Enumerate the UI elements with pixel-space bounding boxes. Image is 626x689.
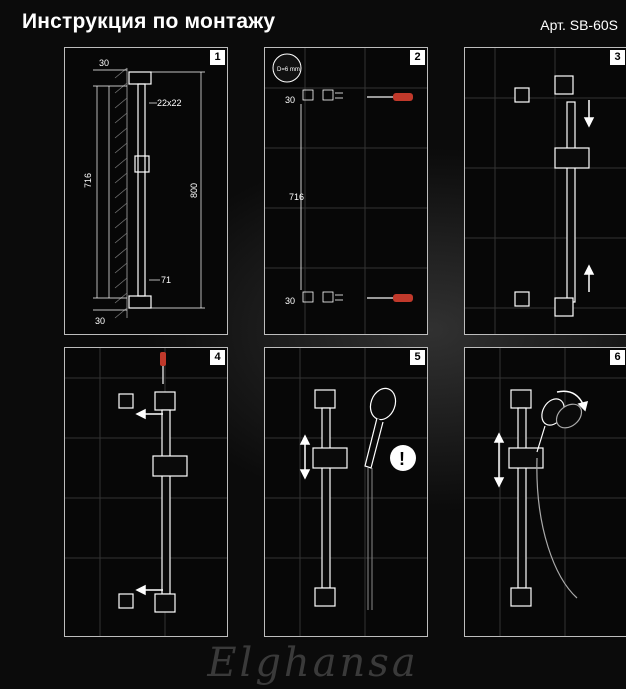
arrow-left-icon bbox=[135, 408, 163, 420]
rotate-arrow-icon bbox=[556, 390, 589, 412]
step-1-diagram: 30 22x22 716 800 71 30 bbox=[83, 58, 205, 326]
dim-bottom-offset: 30 bbox=[95, 316, 105, 326]
step-panel-2: D=6 mm 30 716 30 2 bbox=[264, 47, 428, 335]
hand-shower bbox=[364, 387, 397, 610]
step-panel-4: 4 bbox=[64, 347, 228, 637]
dim-bar-profile: 22x22 bbox=[157, 98, 182, 108]
step-panel-6: 6 bbox=[464, 347, 626, 637]
dim-bottom-offset: 30 bbox=[285, 296, 295, 306]
step-6-diagram bbox=[465, 348, 626, 636]
step-3-diagram bbox=[465, 48, 626, 334]
slider bbox=[312, 447, 348, 469]
step-panel-1: 30 22x22 716 800 71 30 1 bbox=[64, 47, 228, 335]
bottom-bracket bbox=[154, 593, 176, 613]
slider bbox=[508, 447, 544, 469]
article-number: Арт. SB-60S bbox=[540, 17, 618, 33]
drill-size-label: D=6 mm bbox=[277, 67, 300, 73]
wall-hatch bbox=[114, 67, 128, 319]
arrow-left-icon bbox=[135, 584, 163, 596]
step-panel-5: ! 5 bbox=[264, 347, 428, 637]
wall-tiles bbox=[465, 48, 626, 334]
slide-bar bbox=[137, 83, 146, 297]
double-arrow-icon bbox=[299, 434, 311, 480]
warning-icon: ! bbox=[390, 445, 416, 471]
wall-tiles bbox=[265, 48, 427, 334]
slider bbox=[554, 147, 590, 169]
top-bracket bbox=[128, 71, 152, 85]
wall-tiles bbox=[465, 348, 626, 636]
step-2-diagram: D=6 mm 30 716 30 bbox=[265, 48, 427, 334]
hand-shower bbox=[536, 398, 583, 599]
screwdriver-icon bbox=[367, 294, 413, 302]
dim-hole-spacing: 716 bbox=[289, 192, 304, 202]
arrow-up-icon bbox=[583, 264, 595, 292]
warning-symbol: ! bbox=[399, 449, 405, 469]
wall-mount-bottom bbox=[514, 291, 530, 307]
top-bracket bbox=[314, 389, 336, 409]
step-panel-3: 3 bbox=[464, 47, 626, 335]
top-bracket bbox=[510, 389, 532, 409]
dim-hole-spacing: 716 bbox=[83, 173, 93, 188]
slider bbox=[134, 155, 150, 173]
bottom-bracket bbox=[128, 295, 152, 309]
drill-size-callout bbox=[272, 53, 302, 83]
bottom-bracket bbox=[510, 587, 532, 607]
bottom-bracket bbox=[554, 297, 574, 317]
wall-tiles bbox=[65, 348, 227, 636]
step-number-4: 4 bbox=[210, 350, 225, 365]
slider bbox=[152, 455, 188, 477]
brand-logo: Elghansa bbox=[207, 640, 419, 686]
step-5-diagram: ! bbox=[265, 348, 427, 636]
dim-bracket-depth: 71 bbox=[161, 275, 171, 285]
slide-bar bbox=[321, 407, 331, 589]
step-number-5: 5 bbox=[410, 350, 425, 365]
arrow-down-icon bbox=[583, 100, 595, 128]
slide-bar bbox=[161, 409, 171, 595]
slide-bar bbox=[566, 101, 576, 303]
step-number-3: 3 bbox=[610, 50, 625, 65]
step-number-1: 1 bbox=[210, 50, 225, 65]
page-title: Инструкция по монтажу bbox=[22, 10, 276, 33]
step-4-diagram bbox=[65, 348, 227, 636]
dim-top-offset: 30 bbox=[99, 58, 109, 68]
screwdriver-icon bbox=[367, 93, 413, 101]
wall-mount-bottom bbox=[118, 593, 134, 609]
dim-total-length: 800 bbox=[189, 183, 199, 198]
step-number-6: 6 bbox=[610, 350, 625, 365]
slide-bar bbox=[517, 407, 527, 589]
dim-top-offset: 30 bbox=[285, 95, 295, 105]
step-number-2: 2 bbox=[410, 50, 425, 65]
wall-mount-top bbox=[118, 393, 134, 409]
screwdriver-icon bbox=[160, 352, 166, 384]
wall-tiles bbox=[265, 348, 427, 636]
bottom-bracket bbox=[314, 587, 336, 607]
double-arrow-icon bbox=[493, 432, 505, 488]
top-bracket bbox=[554, 75, 574, 95]
top-bracket bbox=[154, 391, 176, 411]
wall-mount-top bbox=[514, 87, 530, 103]
